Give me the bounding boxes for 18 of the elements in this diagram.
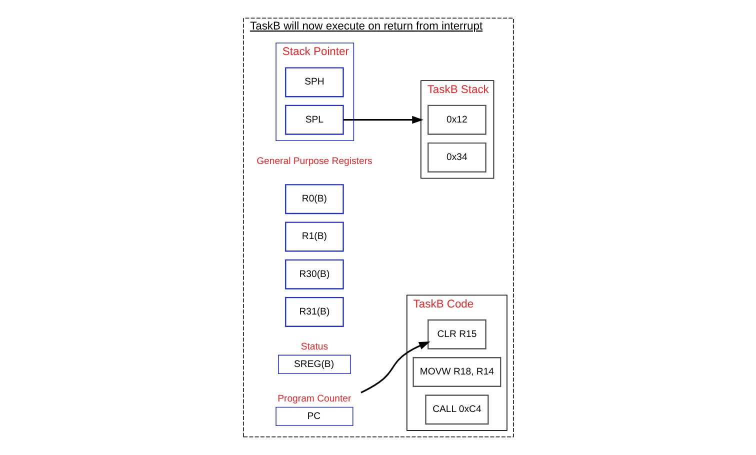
node-label: Status <box>300 341 328 352</box>
arrow <box>342 116 423 124</box>
node-box: R0(B) <box>284 184 344 214</box>
node-box: 0x34 <box>427 142 486 172</box>
node-box: SPH <box>284 67 344 98</box>
label: General Purpose Registers <box>256 156 372 167</box>
node-box: SPL <box>284 104 344 135</box>
node-box: CALL 0xC4 <box>424 394 488 425</box>
node-box: CLR R15 <box>427 319 486 350</box>
node-box: R31(B) <box>284 296 344 327</box>
node-box: MOVW R18, R14 <box>412 356 501 388</box>
node-box: PC <box>275 406 353 426</box>
node-box: R30(B) <box>284 259 344 290</box>
node-box: 0x12 <box>427 104 486 135</box>
arrow <box>360 341 430 394</box>
node-box: SREG(B) <box>278 354 350 374</box>
node-box: R1(B) <box>284 222 344 252</box>
node-label: Program Counter <box>277 393 351 404</box>
